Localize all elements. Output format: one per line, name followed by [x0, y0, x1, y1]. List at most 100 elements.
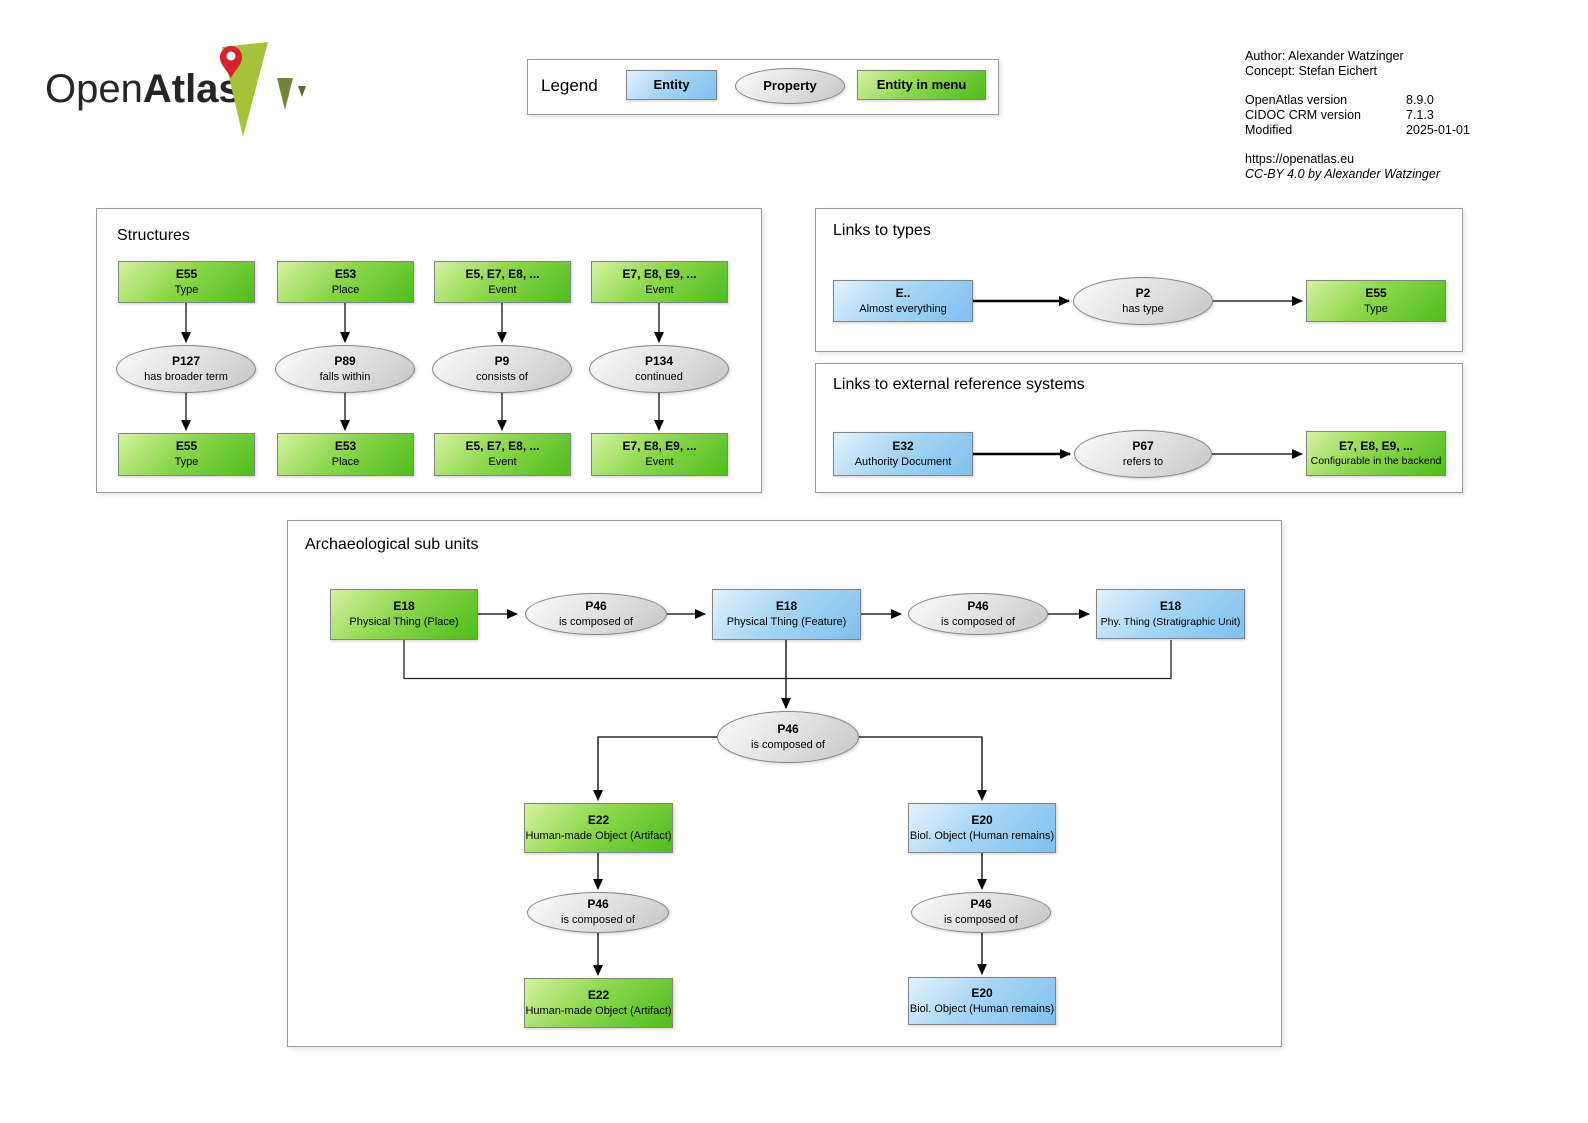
node-code: E18	[1159, 599, 1182, 614]
node-code: P46	[970, 897, 992, 912]
property-node-p46-top-right: P46 is composed of	[908, 593, 1048, 635]
node-label: Authority Document	[854, 455, 952, 468]
node-code: P2	[1135, 285, 1151, 300]
entity-node-e18-stratigraphic: E18 Phy. Thing (Stratigraphic Unit)	[1096, 589, 1245, 639]
legend-entity-in-menu-sample: Entity in menu	[857, 70, 986, 100]
entity-node-configurable-backend: E7, E8, E9, ... Configurable in the back…	[1306, 431, 1446, 476]
logo-small-triangle	[298, 86, 306, 97]
node-code: E7, E8, E9, ...	[622, 439, 697, 454]
meta-openatlas-version-label: OpenAtlas version	[1245, 93, 1348, 107]
node-code: P46	[777, 721, 799, 736]
links-to-external-title: Links to external reference systems	[833, 376, 1085, 393]
entity-node-e20-top: E20 Biol. Object (Human remains)	[908, 803, 1056, 853]
node-label: Biol. Object (Human remains)	[909, 829, 1055, 842]
node-label: has broader term	[144, 370, 228, 383]
node-label: Human-made Object (Artifact)	[525, 1004, 672, 1017]
entity-node-event-top: E5, E7, E8, ... Event	[434, 261, 571, 303]
meta-license: CC-BY 4.0 by Alexander Watzinger	[1245, 167, 1441, 181]
entity-node-e55-bottom: E55 Type	[118, 433, 255, 476]
property-node-p46-top-left: P46 is composed of	[525, 593, 667, 635]
node-label: Event	[488, 283, 517, 296]
entity-node-e53-bottom: E53 Place	[277, 433, 414, 476]
meta-author: Author: Alexander Watzinger	[1245, 49, 1404, 63]
node-label: Phy. Thing (Stratigraphic Unit)	[1100, 615, 1241, 628]
entity-node-event2-bottom: E7, E8, E9, ... Event	[591, 433, 728, 476]
node-label: Event	[645, 283, 674, 296]
node-code: E22	[587, 812, 610, 827]
node-code: E55	[1365, 285, 1387, 300]
entity-node-e20-bottom: E20 Biol. Object (Human remains)	[908, 977, 1056, 1025]
node-label: Configurable in the backend	[1310, 455, 1442, 468]
node-label: Place	[331, 456, 360, 469]
logo-medium-triangle	[277, 78, 293, 110]
property-node-p89: P89 falls within	[275, 345, 415, 393]
property-node-p67: P67 refers to	[1074, 430, 1212, 478]
entity-node-e18-feature: E18 Physical Thing (Feature)	[712, 589, 861, 640]
node-code: P9	[494, 353, 510, 368]
node-code: E18	[775, 599, 798, 614]
node-label: Event	[488, 456, 517, 469]
openatlas-logo-icon	[220, 42, 306, 137]
node-label: is composed of	[944, 914, 1018, 927]
legend-entity-in-menu-label: Entity in menu	[876, 76, 967, 92]
meta-modified-label: Modified	[1245, 123, 1293, 137]
logo-pin-hole	[226, 51, 236, 61]
node-label: is composed of	[941, 615, 1015, 628]
node-code: E..	[895, 285, 911, 300]
meta-info: Author: Alexander Watzinger Concept: Ste…	[1245, 49, 1470, 182]
node-code: E22	[587, 987, 610, 1002]
node-code: P46	[585, 598, 607, 613]
entity-node-e22-top: E22 Human-made Object (Artifact)	[524, 803, 673, 853]
meta-openatlas-version-value: 8.9.0	[1406, 93, 1434, 107]
property-node-p46-artifact: P46 is composed of	[527, 892, 669, 933]
property-node-p2: P2 has type	[1073, 277, 1213, 325]
node-label: continued	[635, 370, 683, 383]
structures-title: Structures	[117, 227, 190, 244]
legend-entity-label: Entity	[653, 76, 690, 92]
logo-word-open: Open	[45, 67, 143, 111]
property-node-p9: P9 consists of	[432, 345, 572, 393]
node-label: is composed of	[559, 615, 633, 628]
node-label: Type	[174, 283, 199, 296]
meta-concept: Concept: Stefan Eichert	[1245, 64, 1378, 78]
node-code: E7, E8, E9, ...	[1338, 438, 1414, 453]
entity-node-e53-top: E53 Place	[277, 261, 414, 303]
node-label: is composed of	[751, 738, 825, 751]
logo-map-pin-icon	[220, 46, 242, 78]
node-code: E55	[175, 266, 198, 281]
property-node-p127: P127 has broader term	[116, 345, 256, 393]
node-code: E20	[971, 812, 993, 827]
legend-property-label: Property	[763, 77, 817, 93]
node-code: E53	[334, 439, 357, 454]
links-to-types-title: Links to types	[833, 222, 931, 239]
legend-entity-sample: Entity	[626, 70, 717, 100]
node-label: Type	[1364, 302, 1388, 315]
entity-node-e18-place: E18 Physical Thing (Place)	[330, 589, 478, 640]
node-label: falls within	[319, 370, 371, 383]
legend-title: Legend	[541, 76, 598, 95]
entity-node-e55-top: E55 Type	[118, 261, 255, 303]
node-code: P89	[334, 353, 356, 368]
node-code: P134	[644, 353, 674, 368]
property-node-p134: P134 continued	[589, 345, 729, 393]
node-label: has type	[1122, 302, 1164, 315]
node-code: E55	[175, 439, 198, 454]
node-code: P46	[967, 598, 989, 613]
node-code: E53	[334, 266, 357, 281]
archaeological-sub-units-title: Archaeological sub units	[305, 536, 479, 553]
node-code: P67	[1132, 438, 1154, 453]
entity-node-e22-bottom: E22 Human-made Object (Artifact)	[524, 978, 673, 1028]
meta-modified-value: 2025-01-01	[1406, 123, 1470, 137]
property-node-p46-center: P46 is composed of	[717, 711, 859, 763]
legend-property-sample: Property	[735, 68, 845, 104]
node-label: Physical Thing (Feature)	[726, 616, 847, 629]
openatlas-logo-text: OpenAtlas	[45, 68, 241, 110]
entity-node-almost-everything: E.. Almost everything	[833, 280, 973, 322]
node-label: Physical Thing (Place)	[349, 616, 459, 629]
meta-cidoc-version-value: 7.1.3	[1406, 108, 1434, 122]
node-code: E32	[892, 438, 914, 453]
node-code: P46	[587, 897, 609, 912]
entity-node-e55-type: E55 Type	[1306, 280, 1446, 322]
entity-node-event2-top: E7, E8, E9, ... Event	[591, 261, 728, 303]
